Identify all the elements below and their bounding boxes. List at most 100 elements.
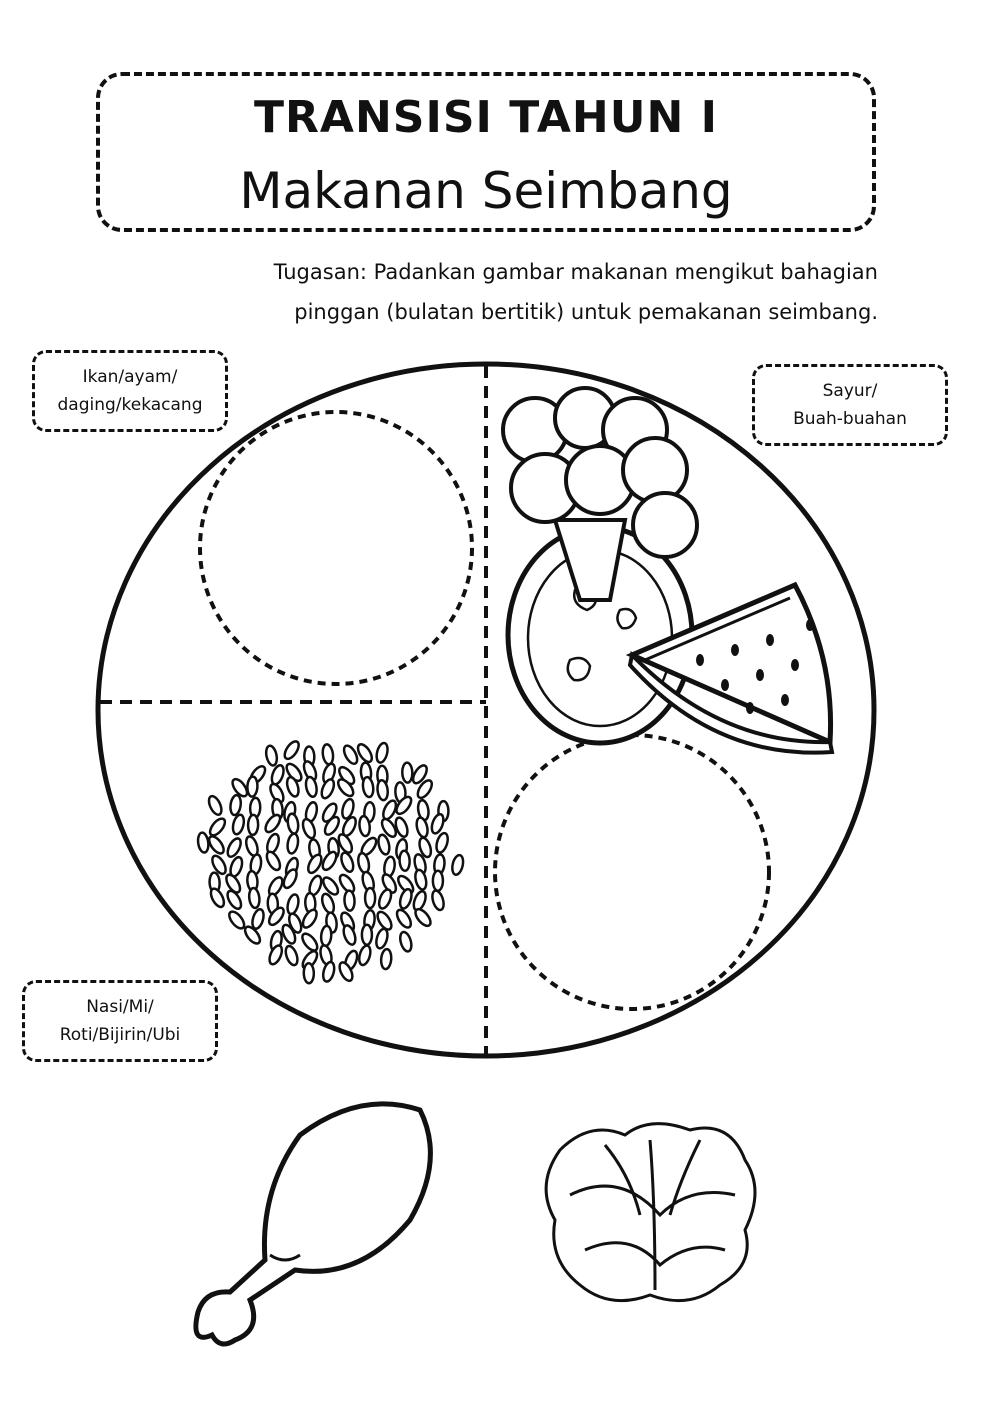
- rice-grain: [414, 907, 432, 928]
- worksheet-subtitle: Makanan Seimbang: [239, 162, 733, 220]
- rice-grain: [307, 853, 323, 875]
- rice-grain: [231, 813, 246, 836]
- rice-grain: [321, 850, 338, 872]
- rice-grain: [394, 816, 409, 839]
- rice-grain: [343, 889, 356, 912]
- rice-grain: [265, 850, 282, 872]
- rice-grain: [285, 762, 303, 783]
- watermelon-icon: [625, 581, 835, 755]
- instruction-line-1: Tugasan: Padankan gambar makanan mengiku…: [273, 260, 878, 284]
- title-box: TRANSISI TAHUN I Makanan Seimbang: [96, 72, 876, 232]
- rice-grain: [281, 923, 297, 945]
- rice-grain: [341, 797, 355, 820]
- lettuce-icon: [544, 1122, 757, 1303]
- rice-grain: [336, 778, 355, 798]
- rice-grain: [320, 778, 336, 800]
- label-protein-line-2: daging/kekacang: [57, 395, 203, 415]
- rice-grain: [431, 869, 445, 892]
- rice-grain: [376, 779, 389, 802]
- rice-grain: [411, 764, 428, 785]
- rice-grain: [337, 833, 354, 854]
- rice-grain: [229, 793, 242, 817]
- rice-grain: [286, 893, 300, 916]
- rice-grain: [435, 831, 449, 854]
- rice-grain: [243, 925, 262, 945]
- label-vegetables: Sayur/ Buah-buahan: [752, 364, 948, 446]
- rice-grain: [209, 887, 226, 909]
- label-protein-line-1: Ikan/ayam/: [82, 367, 178, 387]
- rice-grain: [286, 832, 300, 855]
- rice-grain: [196, 831, 210, 854]
- rice-grain: [284, 944, 299, 967]
- rice-grain: [282, 868, 298, 890]
- rice-grain: [418, 836, 433, 859]
- label-vegetables-line-1: Sayur/: [822, 381, 878, 401]
- rice-grain: [264, 813, 282, 834]
- rice-grain: [398, 849, 411, 872]
- rice-icon: [196, 740, 465, 985]
- plate-icon: [95, 361, 877, 1059]
- label-carbs-line-1: Nasi/Mi/: [86, 997, 154, 1017]
- rice-grain: [377, 833, 391, 856]
- rice-grain: [247, 886, 261, 910]
- label-carbs: Nasi/Mi/ Roti/Bijirin/Ubi: [22, 980, 218, 1062]
- rice-grain: [301, 932, 319, 952]
- rice-grain: [251, 908, 265, 930]
- rice-grain: [301, 908, 318, 929]
- rice-grain: [430, 812, 445, 835]
- rice-grain: [451, 853, 465, 876]
- rice-grain: [283, 740, 300, 761]
- rice-grain: [228, 910, 246, 930]
- rice-grain: [342, 924, 357, 946]
- rice-grain: [207, 835, 225, 855]
- rice-grain: [416, 779, 434, 800]
- rice-grain: [226, 837, 242, 858]
- rice-grain: [267, 906, 285, 927]
- instruction-line-2: pinggan (bulatan bertitik) untuk pemakan…: [294, 300, 878, 324]
- rice-grain: [340, 851, 355, 873]
- rice-grain: [207, 794, 223, 816]
- rice-grain: [320, 892, 336, 915]
- rice-grain: [225, 873, 242, 894]
- rice-grain: [268, 944, 284, 966]
- chicken-drumstick-icon: [193, 1101, 433, 1347]
- rice-grain: [319, 924, 333, 948]
- rice-grain: [338, 961, 354, 983]
- rice-grain: [322, 876, 340, 896]
- rice-grain: [342, 744, 359, 766]
- rice-grain: [285, 775, 300, 798]
- rice-grain: [302, 961, 316, 985]
- rice-grain: [379, 947, 393, 971]
- broccoli-icon: [501, 386, 699, 602]
- rice-grain: [363, 886, 377, 910]
- rice-grain: [399, 930, 413, 953]
- rice-grain: [431, 889, 445, 912]
- label-vegetables-line-2: Buah-buahan: [793, 409, 907, 429]
- rice-grain: [377, 888, 393, 910]
- rice-grain: [286, 812, 300, 835]
- rice-grain: [321, 960, 336, 983]
- rice-grain: [357, 851, 371, 875]
- rice-grain: [301, 817, 317, 840]
- protein-drop-zone[interactable]: [198, 410, 474, 686]
- rice-grain: [414, 868, 428, 891]
- rice-grain: [375, 927, 389, 950]
- rice-grain: [380, 817, 398, 838]
- rice-grain: [304, 775, 318, 798]
- rice-grain: [358, 814, 371, 838]
- rice-grain: [323, 815, 341, 836]
- rice-grain: [246, 775, 259, 798]
- rice-grain: [321, 743, 335, 766]
- worksheet-title: TRANSISI TAHUN I: [254, 92, 718, 143]
- rice-grain: [321, 802, 338, 823]
- rice-grain: [356, 743, 374, 764]
- rice-grain: [358, 944, 372, 967]
- rice-grain: [246, 813, 260, 837]
- dairy-drop-zone[interactable]: [493, 733, 771, 1011]
- label-carbs-line-2: Roti/Bijirin/Ubi: [59, 1025, 181, 1045]
- rice-grain: [395, 908, 413, 929]
- rice-grain: [398, 887, 413, 910]
- rice-grain: [231, 777, 249, 798]
- rice-grain: [266, 832, 280, 855]
